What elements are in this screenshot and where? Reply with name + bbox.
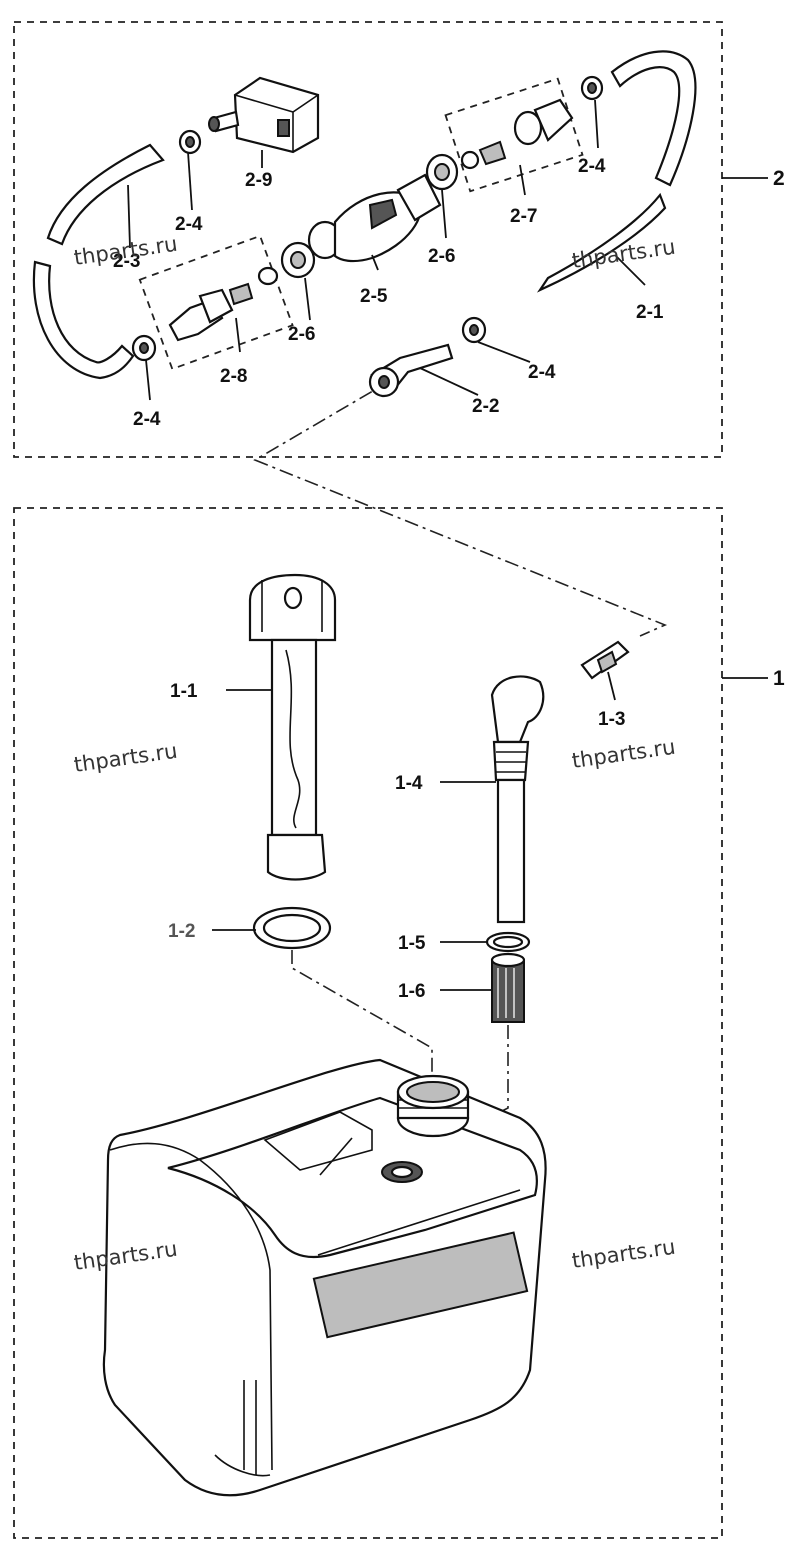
part-2-4-clamp-c <box>461 316 487 344</box>
leader-2-4-d <box>145 359 151 401</box>
part-2-8-valve <box>168 266 279 342</box>
leader-2-8 <box>235 317 241 353</box>
part-2-6-nut-b <box>425 153 459 191</box>
group-1-label: 1 <box>773 667 785 690</box>
leader-2-7 <box>519 164 526 196</box>
gauge-axis-line <box>291 950 433 1080</box>
part-2-6-nut-a <box>280 241 316 279</box>
label-1-2: 1-2 <box>168 921 195 942</box>
leader-1-3 <box>607 671 616 701</box>
part-2-4-clamp-b <box>580 75 604 101</box>
leader-2-6-b <box>441 189 447 239</box>
watermark-bottom-right: thparts.ru <box>570 1235 676 1273</box>
group-box-fuel-line <box>13 21 723 458</box>
label-2-8: 2-8 <box>220 366 247 387</box>
leader-2-2 <box>419 367 479 396</box>
leader-2-3 <box>127 184 131 249</box>
label-2-4-a: 2-4 <box>175 214 203 235</box>
label-1-4: 1-4 <box>395 773 423 794</box>
part-2-4-clamp-a <box>178 129 202 155</box>
group-box-fuel-tank <box>13 507 723 1539</box>
label-2-1: 2-1 <box>636 302 664 323</box>
part-1-2-gasket <box>252 906 332 950</box>
label-2-6-b: 2-6 <box>428 246 455 267</box>
part-filler-neck <box>396 1074 470 1138</box>
part-2-5-primer-bulb <box>307 173 442 263</box>
label-1-3: 1-3 <box>598 709 625 730</box>
leader-2-4-c <box>477 341 531 363</box>
part-1-4-pickup-tube <box>490 675 545 924</box>
label-2-3: 2-3 <box>113 251 140 272</box>
label-2-4-b: 2-4 <box>578 156 606 177</box>
part-2-4-clamp-d <box>131 334 157 362</box>
leader-2-1 <box>614 254 646 286</box>
part-1-6-filter <box>490 952 526 1023</box>
label-2-4-d: 2-4 <box>133 409 161 430</box>
part-1-5-o-ring <box>485 931 531 953</box>
part-2-9-connector <box>208 76 320 154</box>
leader-2-6-a <box>304 277 311 321</box>
part-2-1-hose <box>536 192 667 293</box>
watermark-mid-left: thparts.ru <box>72 739 178 777</box>
leader-2-4-a <box>187 151 193 211</box>
part-hose-right-upper <box>610 50 697 187</box>
watermark-mid-right: thparts.ru <box>570 735 676 773</box>
leader-2-5 <box>371 254 379 271</box>
label-1-1: 1-1 <box>170 681 198 702</box>
label-2-7: 2-7 <box>510 206 537 227</box>
label-2-9: 2-9 <box>245 170 272 191</box>
label-2-5: 2-5 <box>360 286 388 307</box>
part-2-7-valve <box>460 98 574 170</box>
group-2-label: 2 <box>773 167 785 190</box>
label-2-2: 2-2 <box>472 396 499 417</box>
label-2-4-c: 2-4 <box>528 362 556 383</box>
part-2-7-subgroup-box <box>444 77 584 193</box>
part-2-3-hose <box>46 143 165 246</box>
label-1-5: 1-5 <box>398 933 426 954</box>
leader-2-4-b <box>594 99 599 149</box>
part-1-1-fuel-gauge <box>248 573 337 881</box>
connection-line <box>253 377 668 637</box>
part-1-3-fitting <box>580 640 630 680</box>
label-2-6-a: 2-6 <box>288 324 315 345</box>
part-2-2-fitting <box>368 343 454 398</box>
label-1-6: 1-6 <box>398 981 425 1002</box>
part-2-3-hose-lower <box>32 260 135 380</box>
part-fuel-tank <box>102 1058 547 1497</box>
